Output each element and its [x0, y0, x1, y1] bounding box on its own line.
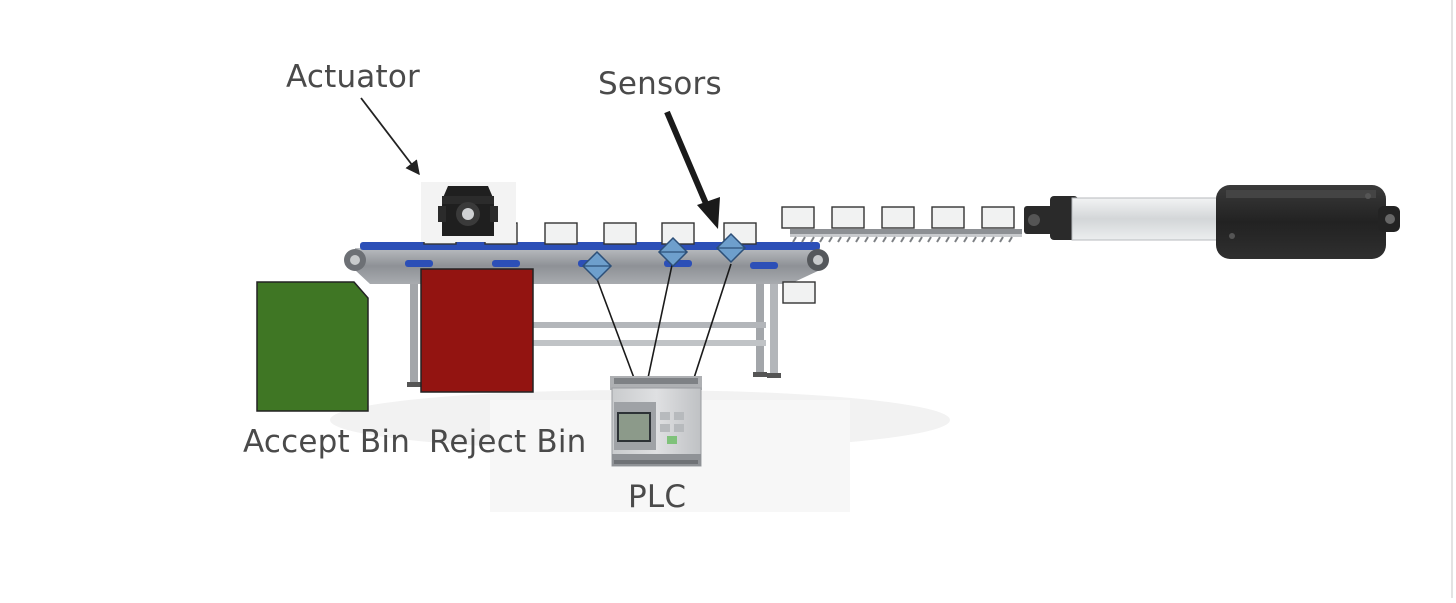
part-box	[782, 281, 816, 304]
sensor-wires	[596, 263, 732, 379]
part-box	[781, 206, 815, 229]
actuator-icon	[421, 182, 516, 242]
actuator-label: Actuator	[286, 59, 420, 95]
part-box	[603, 222, 637, 245]
sensors-arrow	[664, 110, 720, 229]
part-box	[981, 206, 1015, 229]
part-box	[544, 222, 578, 245]
sensor-icon	[581, 250, 613, 282]
sensor-icon	[715, 232, 747, 264]
part-box	[881, 206, 915, 229]
accept-bin-label: Accept Bin	[243, 424, 411, 460]
actuator-arrow	[360, 97, 420, 176]
page-edge	[1451, 0, 1453, 598]
accept-bin	[256, 281, 369, 412]
conveyor-belt	[360, 242, 820, 250]
plc-icon	[610, 376, 702, 467]
feed-track	[790, 229, 1022, 243]
linear-actuator-icon	[1024, 185, 1400, 259]
plc-label: PLC	[628, 479, 687, 515]
conveyor-frame	[407, 280, 781, 387]
sensors	[581, 232, 747, 282]
part-box	[831, 206, 865, 229]
reject-bin-label: Reject Bin	[429, 424, 587, 460]
sensors-label: Sensors	[598, 66, 722, 102]
part-box	[661, 222, 695, 245]
part-box	[931, 206, 965, 229]
sensor-icon	[657, 236, 689, 268]
reject-bin	[420, 268, 534, 393]
